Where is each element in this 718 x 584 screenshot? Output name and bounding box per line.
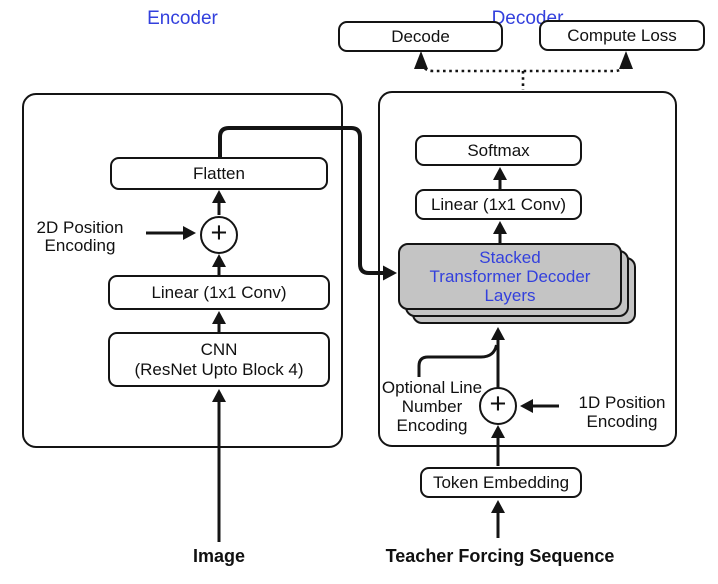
encoder-title: Encoder: [147, 8, 218, 29]
decoder-linear-box: Linear (1x1 Conv): [415, 189, 582, 220]
image-input-label: Image: [192, 546, 246, 566]
decode-box: Decode: [338, 21, 503, 52]
encoder-linear-box: Linear (1x1 Conv): [108, 275, 330, 310]
cnn-box: CNN (ResNet Upto Block 4): [108, 332, 330, 387]
encoder-add-circle: +: [200, 216, 238, 254]
label-1d-position-encoding: 1D Position Encoding: [578, 393, 666, 431]
softmax-box: Softmax: [415, 135, 582, 166]
encoder-frame: [22, 93, 343, 448]
compute-loss-box: Compute Loss: [539, 20, 705, 51]
token-embedding-box: Token Embedding: [420, 467, 582, 498]
flatten-box: Flatten: [110, 157, 328, 190]
decoder-add-circle: +: [479, 387, 517, 425]
label-optional-line-number-encoding: Optional Line Number Encoding: [381, 378, 483, 435]
teacher-forcing-label: Teacher Forcing Sequence: [385, 546, 615, 566]
arrowhead-to-decode: [414, 51, 428, 69]
loss-dotted-connector: [419, 56, 628, 90]
label-2d-position-encoding: 2D Position Encoding: [36, 218, 124, 255]
stacked-decoder-box: Stacked Transformer Decoder Layers: [398, 243, 622, 310]
arrowhead-to-compute-loss: [619, 51, 633, 69]
